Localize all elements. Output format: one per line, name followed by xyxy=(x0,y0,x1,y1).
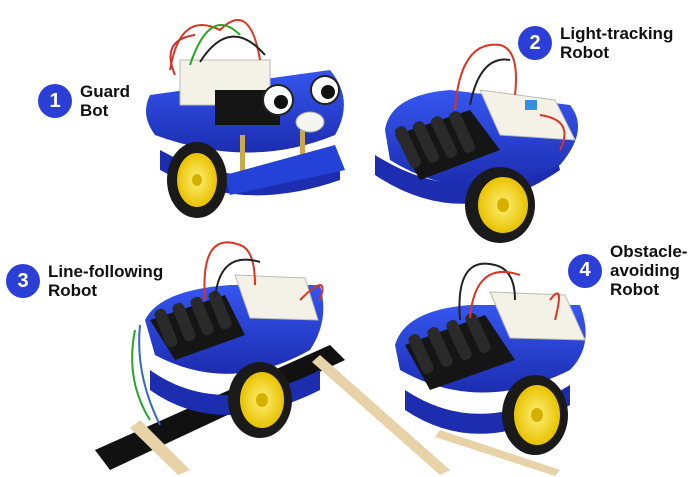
robot-guard-bot xyxy=(146,19,345,218)
batteries xyxy=(154,290,232,348)
robot-obstacle-avoiding xyxy=(312,262,586,476)
number-badge: 4 xyxy=(568,253,602,288)
number-badge: 2 xyxy=(518,26,552,60)
label-guard-bot: 1 Guard Bot xyxy=(38,82,130,120)
label-light-tracking: 2 Light-tracking Robot xyxy=(518,24,673,62)
label-obstacle-avoiding: 4 Obstacle- avoiding Robot xyxy=(568,242,687,299)
robot-name: Guard Bot xyxy=(80,82,131,120)
label-line-following: 3 Line-following Robot xyxy=(6,262,163,300)
robot-light-tracking xyxy=(375,43,578,243)
robot-name: Line-following Robot xyxy=(48,262,164,300)
batteries xyxy=(394,111,476,168)
batteries xyxy=(408,313,491,374)
robot-name: Light-tracking Robot xyxy=(560,24,674,62)
number-badge: 3 xyxy=(6,264,40,298)
robot-line-following xyxy=(95,241,345,475)
robot-name: Obstacle- avoiding Robot xyxy=(610,242,688,299)
number-badge: 1 xyxy=(38,84,72,118)
